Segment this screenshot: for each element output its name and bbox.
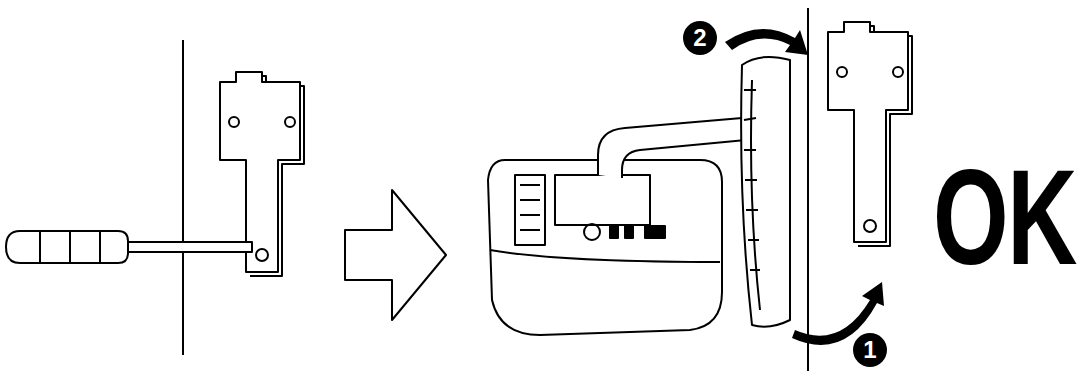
screwdriver-handle [6, 231, 128, 263]
plate-edge [751, 80, 760, 310]
step-arrow [345, 190, 446, 320]
callout-circle [683, 21, 717, 55]
callout-number: 2 [683, 21, 717, 55]
screw-hole [893, 67, 903, 77]
handle-groove [39, 231, 41, 263]
screw-hole [837, 67, 847, 77]
terminal-block [515, 175, 545, 245]
wall-line [182, 40, 184, 355]
callout-number: 1 [853, 333, 887, 367]
screw-hole [256, 249, 268, 261]
adjust-knob [584, 224, 600, 240]
mounting-bracket [828, 22, 908, 242]
status-text: OK [933, 150, 1076, 285]
callout-circle [853, 333, 887, 367]
plate-ribs [744, 90, 760, 270]
screw-hole [285, 117, 295, 127]
screw-hole [229, 117, 239, 127]
mount-plate [741, 57, 790, 327]
handle-groove [69, 231, 71, 263]
camera-body [488, 160, 722, 335]
circuit-board [555, 175, 650, 225]
rotate-arrow [725, 29, 808, 55]
wall-line [807, 8, 809, 371]
screwdriver-shaft [128, 242, 252, 252]
camera-arm [598, 118, 746, 178]
screw-hole [864, 220, 876, 232]
body-edge [490, 250, 720, 262]
handle-groove [99, 231, 101, 263]
